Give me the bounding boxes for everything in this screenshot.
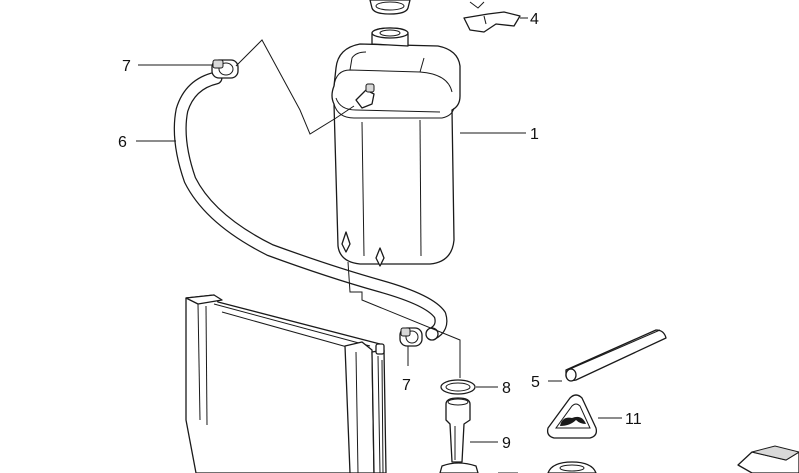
callout-7-lower: 7 <box>402 377 411 394</box>
callout-4: 4 <box>530 11 539 28</box>
callout-9: 9 <box>502 435 511 452</box>
o-ring <box>440 379 476 395</box>
bracket <box>463 1 521 33</box>
overflow-hose <box>173 71 448 341</box>
callout-11: 11 <box>625 411 642 428</box>
callout-8: 8 <box>502 380 511 397</box>
bleed-hose <box>565 329 667 382</box>
callout-5: 5 <box>531 374 540 391</box>
hot-coolant-warning-icon <box>546 394 598 439</box>
callout-7-upper: 7 <box>122 58 131 75</box>
expansion-tank <box>331 27 461 267</box>
hose-clamp-upper <box>211 59 239 79</box>
hose-clamp-lower <box>399 327 439 347</box>
level-sensor <box>439 397 479 473</box>
callout-6: 6 <box>118 134 127 151</box>
radiator <box>185 294 387 473</box>
arrow-right-icon[interactable] <box>737 445 799 473</box>
drain-plug <box>547 461 597 473</box>
callout-1: 1 <box>530 126 539 143</box>
leader-lines <box>136 17 622 473</box>
tank-cap <box>369 0 411 15</box>
